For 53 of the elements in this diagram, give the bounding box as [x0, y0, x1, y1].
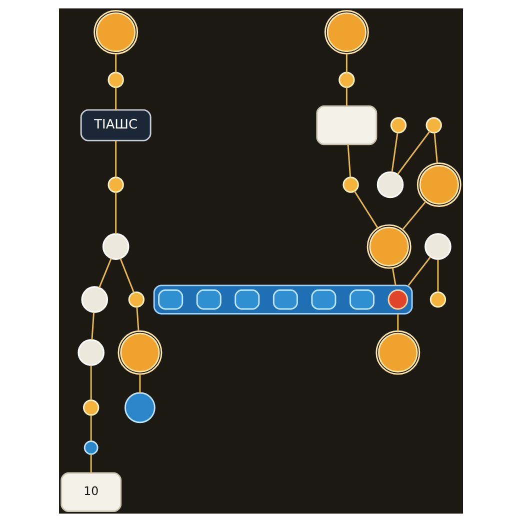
connector — [90, 454, 92, 473]
node-box — [272, 289, 298, 310]
node-box — [316, 105, 378, 146]
node-circle — [388, 289, 408, 310]
connector — [402, 201, 426, 230]
node-circle — [426, 117, 442, 134]
node-circle — [128, 291, 145, 308]
node-box — [311, 289, 336, 310]
connector — [120, 258, 135, 293]
node-box — [196, 289, 222, 310]
connector — [91, 312, 95, 340]
node-box: TIAШC — [80, 109, 152, 142]
node-circle — [342, 176, 359, 193]
node-circle — [424, 233, 452, 260]
connector — [354, 190, 378, 228]
node-circle — [366, 224, 412, 269]
connector — [437, 259, 439, 292]
connector — [391, 132, 398, 172]
connector — [397, 314, 399, 332]
connector — [115, 54, 117, 73]
node-circle — [430, 291, 446, 308]
node-circle — [108, 176, 124, 193]
connector — [90, 415, 92, 441]
node-circle — [376, 330, 420, 375]
node-circle — [81, 286, 108, 313]
connector — [392, 268, 396, 286]
connector — [98, 258, 112, 288]
connector — [346, 54, 348, 73]
node-circle — [78, 339, 104, 366]
node-circle — [376, 171, 404, 198]
node-circle — [390, 117, 407, 134]
node-box — [158, 289, 184, 310]
node-circle — [118, 330, 162, 375]
node-circle — [84, 440, 98, 455]
connector — [90, 365, 92, 400]
connector — [346, 87, 348, 106]
node-box — [234, 289, 260, 310]
node-circle — [338, 72, 355, 88]
connector — [136, 306, 140, 332]
connector — [347, 144, 352, 178]
connector — [408, 256, 432, 286]
node-circle — [124, 392, 156, 424]
connector — [115, 192, 117, 234]
node-circle — [83, 400, 100, 416]
node-box — [349, 289, 375, 310]
node-box: 10 — [60, 472, 122, 512]
node-circle — [108, 72, 124, 88]
node-circle — [102, 233, 130, 260]
connector — [115, 87, 117, 110]
connector — [115, 140, 117, 178]
connector — [139, 374, 141, 393]
connector — [397, 131, 430, 175]
connector — [434, 132, 438, 164]
